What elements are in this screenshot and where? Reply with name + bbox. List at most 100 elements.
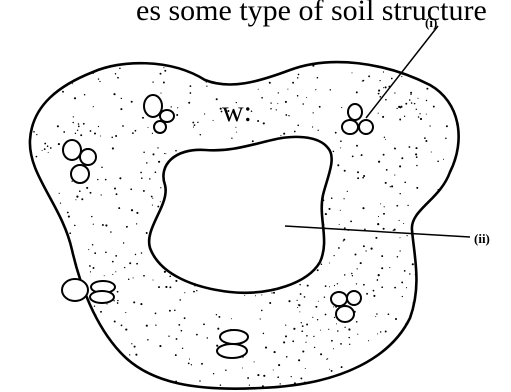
stipple-dot [368, 340, 369, 341]
stipple-dot [94, 252, 96, 254]
stipple-dot [331, 340, 333, 342]
stipple-dot [174, 310, 176, 312]
stipple-dot [428, 73, 430, 75]
stipple-dot [61, 271, 63, 273]
stipple-dot [155, 325, 156, 326]
stipple-dot [362, 177, 364, 179]
stipple-dot [71, 181, 72, 182]
stipple-dot [30, 68, 32, 70]
stipple-dot [41, 201, 43, 203]
stipple-dot [207, 337, 208, 338]
stipple-dot [47, 255, 49, 257]
stipple-dot [280, 135, 281, 136]
stipple-dot [75, 199, 76, 200]
stipple-dot [383, 213, 385, 215]
stipple-dot [152, 198, 153, 199]
stipple-dot [62, 271, 64, 273]
stipple-dot [440, 305, 442, 307]
stipple-dot [135, 354, 137, 356]
stipple-dot [114, 300, 115, 301]
stipple-dot [347, 191, 348, 192]
stipple-dot [165, 153, 166, 154]
stipple-dot [140, 172, 142, 174]
stipple-dot [114, 188, 116, 190]
stipple-dot [343, 240, 344, 241]
stipple-dot [416, 230, 418, 232]
stipple-dot [184, 317, 186, 319]
stipple-dot [277, 103, 278, 104]
stipple-dot [181, 330, 183, 332]
stipple-dot [30, 380, 32, 382]
stipple-dot [163, 82, 165, 84]
stipple-dot [424, 208, 426, 210]
stipple-dot [425, 345, 427, 347]
stipple-dot [456, 168, 457, 169]
stipple-dot [131, 101, 133, 103]
stipple-dot [293, 328, 295, 330]
stipple-dot [141, 177, 143, 179]
stipple-dot [429, 125, 430, 126]
stipple-dot [168, 335, 169, 336]
stipple-dot [333, 306, 334, 307]
stipple-dot [333, 151, 335, 153]
stipple-dot [216, 98, 218, 100]
stipple-dot [255, 295, 256, 296]
stipple-dot [349, 344, 350, 345]
stipple-dot [218, 316, 220, 318]
stipple-dot [300, 377, 302, 379]
stipple-dot [381, 286, 383, 288]
stipple-dot [440, 342, 442, 344]
stipple-dot [43, 333, 45, 335]
stipple-dot [300, 293, 302, 295]
stipple-dot [348, 337, 349, 338]
stipple-dot [163, 67, 164, 68]
stipple-dot [433, 106, 435, 108]
stipple-dot [345, 390, 346, 391]
stipple-dot [317, 269, 319, 271]
stipple-dot [244, 295, 245, 296]
stipple-dot [389, 267, 390, 268]
stipple-dot [440, 384, 441, 385]
stipple-dot [410, 92, 412, 94]
stipple-dot [273, 369, 274, 370]
stipple-dot [57, 317, 59, 319]
stipple-dot [350, 220, 352, 222]
stipple-dot [73, 332, 75, 334]
stipple-dot [394, 287, 396, 289]
stipple-dot [416, 156, 418, 158]
stipple-dot [404, 270, 406, 272]
pore-space-cavity [149, 137, 332, 293]
stipple-dot [80, 134, 82, 136]
stipple-dot [105, 224, 107, 226]
stipple-dot [379, 96, 381, 98]
stipple-dot [444, 348, 445, 349]
stipple-dot [67, 212, 69, 214]
stipple-dot [413, 347, 415, 349]
stipple-dot [385, 182, 387, 184]
stipple-dot [351, 72, 352, 73]
stipple-dot [105, 251, 107, 253]
stipple-dot [26, 149, 28, 151]
stipple-dot [263, 333, 265, 335]
stipple-dot [340, 343, 342, 345]
stipple-dot [213, 373, 214, 374]
stipple-dot [393, 230, 394, 231]
stipple-dot [247, 377, 249, 379]
stipple-dot [252, 140, 254, 142]
stipple-dot [418, 116, 420, 118]
stipple-dot [146, 325, 148, 327]
stipple-dot [265, 347, 267, 349]
stipple-dot [444, 79, 445, 80]
stipple-dot [438, 74, 439, 75]
stipple-dot [348, 328, 350, 330]
stipple-dot [447, 296, 449, 298]
stipple-dot [27, 129, 29, 131]
stipple-dot [422, 72, 424, 74]
stipple-dot [130, 188, 132, 190]
stipple-dot [37, 257, 38, 258]
stipple-dot [273, 292, 275, 294]
stipple-dot [401, 76, 402, 77]
stipple-dot [120, 375, 121, 376]
stipple-dot [441, 292, 442, 293]
stipple-dot [193, 291, 195, 293]
